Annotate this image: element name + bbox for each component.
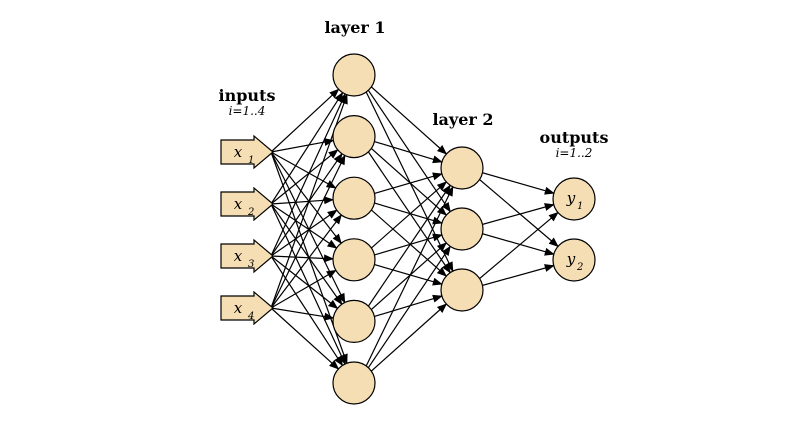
- input-label-subscript: 3: [248, 259, 254, 270]
- edge-input3-l1node5: [270, 255, 339, 310]
- edge-l1node2-l2node2: [357, 136, 448, 216]
- edge-input4-l1node3: [270, 214, 342, 309]
- layer1-node-1: [332, 53, 376, 97]
- output-label-subscript: 2: [576, 262, 583, 273]
- edge-l1node6-l2node1: [357, 186, 454, 384]
- edge-input4-l1node4: [270, 269, 337, 309]
- layer1-node-4: [332, 238, 376, 282]
- edge-input3-l1node1: [270, 93, 346, 257]
- layer1-node-5: [332, 299, 376, 343]
- input-arrow-box: [220, 238, 274, 274]
- layer1-node-2: [332, 115, 376, 159]
- edge-input1-l1node2: [270, 138, 335, 153]
- edge-l1node2-l2node3: [357, 136, 451, 274]
- layer2-node-2: [440, 207, 484, 251]
- edge-l1node5-l2node1: [357, 184, 451, 322]
- edge-l1node6-l2node2: [357, 245, 451, 384]
- edge-input1-l1node3: [270, 151, 337, 189]
- edge-l2node3-output1: [465, 211, 559, 291]
- layer2-title: layer 2: [432, 110, 493, 129]
- inputs-range: i=1..4: [229, 104, 266, 118]
- edge-input3-l1node2: [270, 153, 343, 257]
- edge-l1node1-l2node1: [357, 74, 448, 155]
- input-arrow-box: [220, 134, 274, 170]
- edge-input4-l1node2: [270, 154, 346, 309]
- output-label-subscript: 1: [577, 201, 583, 212]
- edge-l1node5-l2node2: [357, 242, 448, 322]
- outputs-range: i=1..2: [556, 146, 593, 160]
- edge-input1-l1node4: [270, 151, 342, 244]
- output-node: [552, 238, 596, 282]
- edge-l1node1-l2node2: [357, 74, 451, 213]
- input-label: x: [234, 247, 243, 265]
- edge-l1node3-l2node3: [357, 197, 448, 277]
- layer1-node-6: [332, 361, 376, 405]
- edge-l1node4-l2node1: [357, 181, 448, 261]
- layer1-node-3: [332, 176, 376, 220]
- edge-input3-l1node4: [270, 254, 335, 263]
- edge-input2-l1node5: [270, 203, 343, 306]
- edge-l1node6-l2node3: [357, 303, 448, 384]
- input-arrow-box: [220, 186, 274, 222]
- edge-input2-l1node4: [270, 203, 338, 249]
- output-label: y: [566, 189, 576, 207]
- edge-input2-l1node2: [270, 149, 339, 205]
- input-label-subscript: 2: [247, 207, 254, 218]
- edge-input2-l1node6: [270, 203, 346, 365]
- input-label: x: [234, 195, 243, 213]
- edge-input1-l1node1: [270, 88, 340, 153]
- layer2-node-1: [440, 146, 484, 190]
- edge-l1node1-l2node3: [357, 74, 454, 272]
- connections: [270, 74, 559, 384]
- output-label: y: [566, 250, 576, 268]
- edge-l2node1-output2: [465, 167, 559, 248]
- edge-input3-l1node3: [270, 209, 338, 257]
- input-label: x: [234, 299, 243, 317]
- output-node: [552, 177, 596, 221]
- input-label-subscript: 1: [248, 155, 254, 166]
- layer2-node-3: [440, 268, 484, 312]
- inputs-title: inputs: [219, 86, 276, 105]
- edge-input2-l1node1: [270, 91, 344, 205]
- edge-input4-l1node6: [270, 307, 340, 370]
- outputs-title: outputs: [540, 128, 609, 147]
- input-label-subscript: 4: [247, 311, 254, 322]
- input-arrow-box: [220, 290, 274, 326]
- layer1-title: layer 1: [324, 18, 385, 37]
- edge-input4-l1node5: [270, 307, 335, 321]
- input-label: x: [234, 143, 243, 161]
